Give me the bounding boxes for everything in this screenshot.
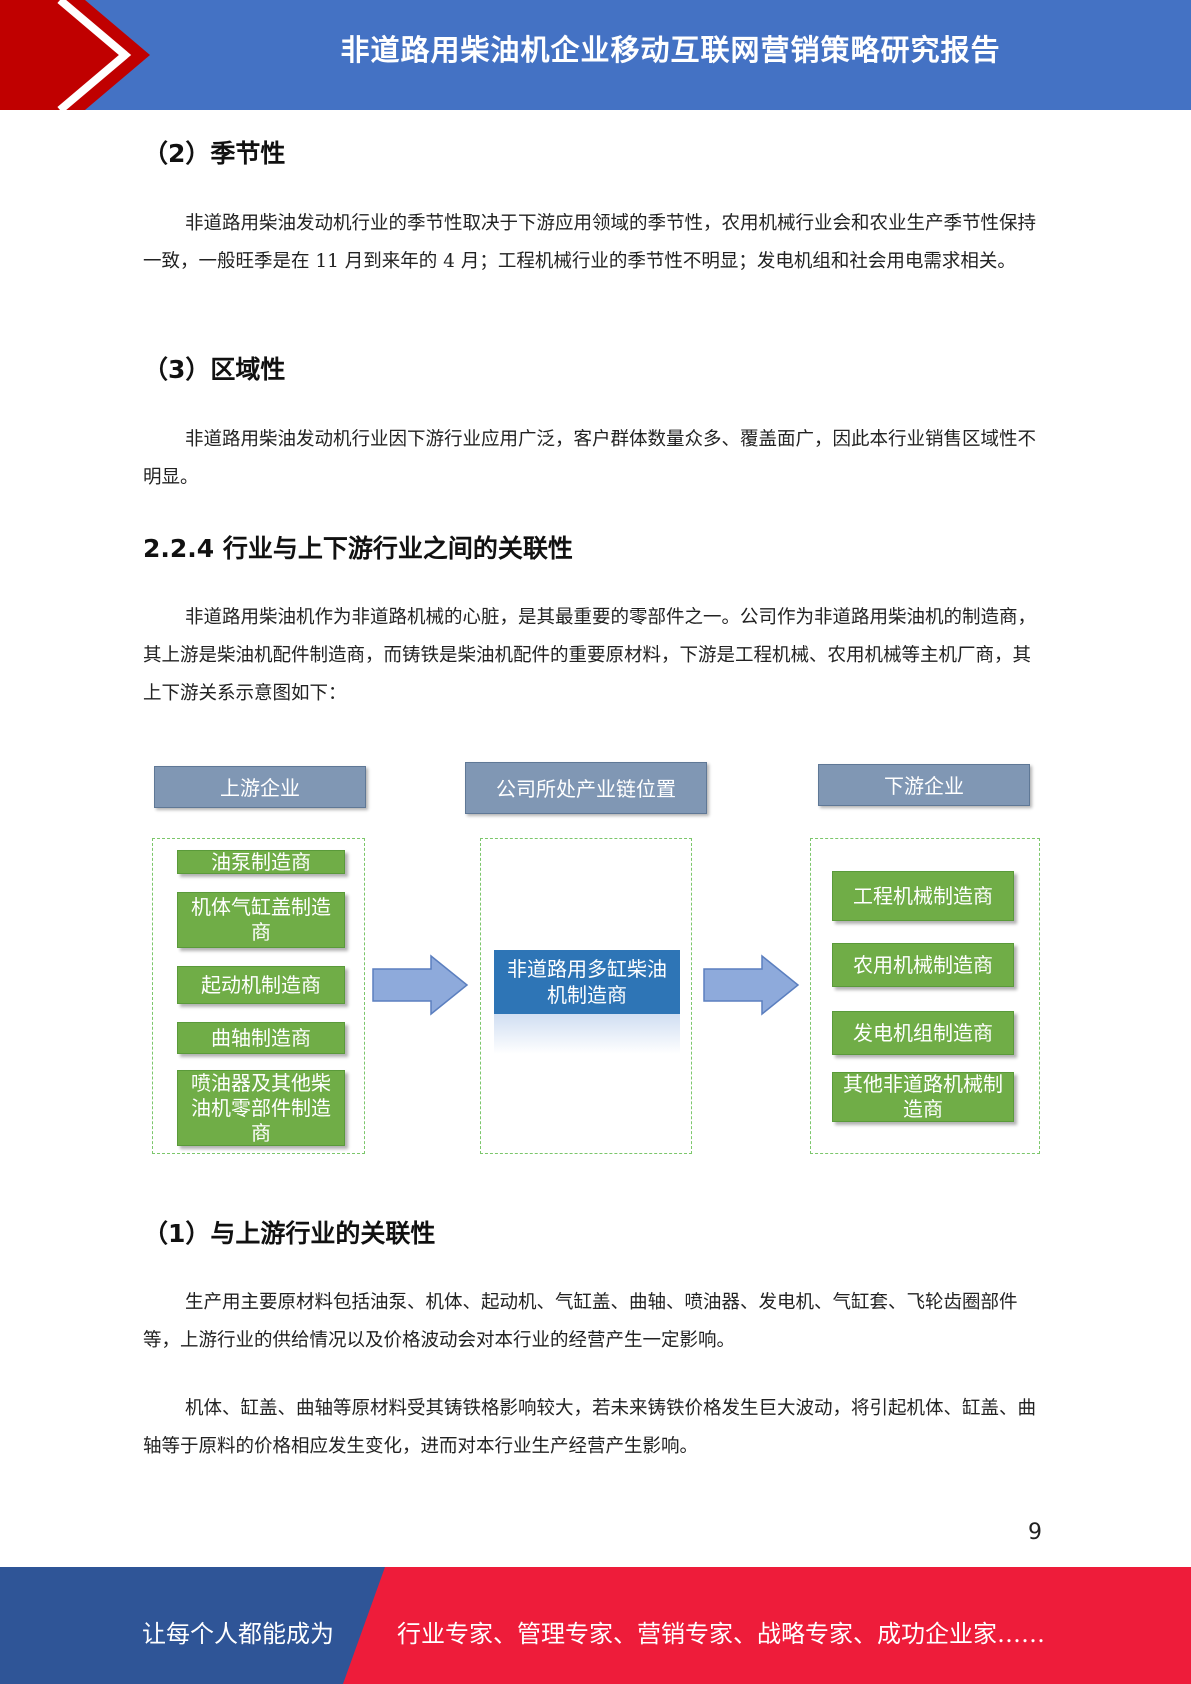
section-heading: 2.2.4 行业与上下游行业之间的关联性 [143, 534, 573, 563]
footer-slogan-right: 行业专家、管理专家、营销专家、战略专家、成功企业家…… [397, 1620, 1045, 1648]
upstream-paragraph-2: 机体、缸盖、曲轴等原材料受其铸铁格影响较大，若未来铸铁价格发生巨大波动，将引起机… [143, 1398, 1037, 1457]
footer-bar [0, 1567, 1191, 1684]
arrow-right-icon [372, 954, 469, 1016]
header-bar: 非道路用柴油机企业移动互联网营销策略研究报告 [0, 0, 1191, 110]
company-group-box [480, 838, 692, 1154]
upstream-item: 机体气缸盖制造商 [177, 892, 345, 948]
downstream-item: 发电机组制造商 [832, 1011, 1014, 1055]
downstream-header: 下游企业 [818, 764, 1030, 806]
section-paragraph: 非道路用柴油机作为非道路机械的心脏，是其最重要的零部件之一。公司作为非道路用柴油… [143, 607, 1037, 704]
page-number: 9 [1028, 1520, 1042, 1545]
company-item-reflection [494, 1014, 680, 1054]
downstream-group-box [810, 838, 1040, 1154]
downstream-item: 其他非道路机械制造商 [832, 1072, 1014, 1122]
upstream-group-box [152, 838, 365, 1154]
footer-slogan-left: 让每个人都能成为 [142, 1620, 334, 1648]
company-item: 非道路用多缸柴油机制造商 [494, 950, 680, 1014]
upstream-item: 曲轴制造商 [177, 1022, 345, 1054]
supply-chain-diagram: 上游企业 公司所处产业链位置 下游企业 油泵制造商 机体气缸盖制造商 起动机制造… [140, 752, 1050, 1164]
header-red-chevron [0, 0, 150, 110]
upstream-item: 喷油器及其他柴油机零部件制造商 [177, 1070, 345, 1146]
upstream-item: 起动机制造商 [177, 966, 345, 1004]
regional-paragraph: 非道路用柴油发动机行业因下游行业应用广泛，客户群体数量众多、覆盖面广，因此本行业… [143, 429, 1037, 488]
arrow-right-icon [703, 954, 800, 1016]
upstream-item: 油泵制造商 [177, 850, 345, 874]
seasonality-paragraph: 非道路用柴油发动机行业的季节性取决于下游应用领域的季节性，农用机械行业会和农业生… [143, 213, 1037, 272]
company-position-header: 公司所处产业链位置 [465, 762, 707, 814]
upstream-header: 上游企业 [154, 766, 366, 808]
upstream-relation-heading: （1）与上游行业的关联性 [143, 1219, 436, 1248]
regional-heading: （3）区域性 [143, 355, 286, 384]
downstream-item: 农用机械制造商 [832, 943, 1014, 987]
upstream-paragraph-1: 生产用主要原材料包括油泵、机体、起动机、气缸盖、曲轴、喷油器、发电机、气缸套、飞… [143, 1292, 1018, 1351]
report-title: 非道路用柴油机企业移动互联网营销策略研究报告 [340, 33, 1001, 67]
downstream-item: 工程机械制造商 [832, 871, 1014, 921]
seasonality-heading: （2）季节性 [143, 139, 286, 168]
